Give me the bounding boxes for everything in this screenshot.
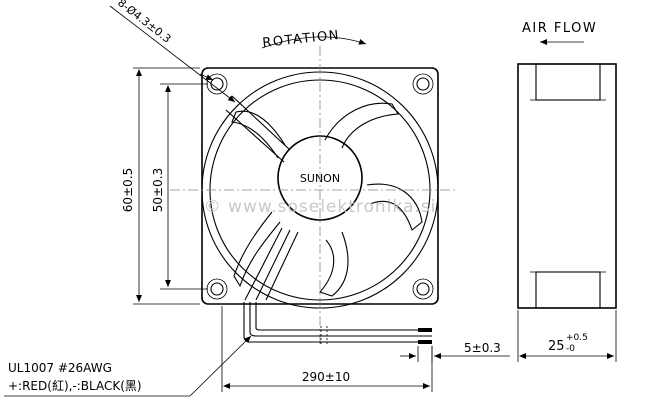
strip-length-label: 5±0.3: [464, 341, 501, 355]
thickness-label: 25: [548, 339, 565, 354]
wire-colors-label: +:RED(紅),-:BLACK(黑): [8, 379, 142, 393]
fan-front-view: SUNON: [170, 46, 458, 345]
side-view-top-flange: [535, 63, 601, 101]
thickness-dimension: 25 +0.5 -0: [517, 310, 617, 362]
outer-dimension: 60±0.5: [121, 67, 200, 305]
rotation-label: ROTATION: [262, 28, 341, 51]
hole-spec-callout: 8-Ø4.3±0.3: [109, 0, 236, 103]
watermark: © www.soselektronika.si: [204, 197, 437, 217]
air-flow-indicator: AIR FLOW: [522, 21, 597, 45]
mount-hole-br: [416, 282, 430, 296]
rotation-indicator: ROTATION: [262, 28, 367, 51]
wire-callout: UL1007 #26AWG +:RED(紅),-:BLACK(黑): [4, 335, 252, 397]
lead-wires: [243, 302, 432, 346]
strip-length-dimension: 5±0.3: [400, 341, 510, 362]
air-flow-label: AIR FLOW: [522, 21, 597, 36]
thickness-tol-minus: -0: [566, 344, 575, 354]
hole-pitch-dimension: 50±0.3: [151, 83, 208, 290]
wire-type-label: UL1007 #26AWG: [8, 361, 112, 375]
lead-length-dimension: 290±10: [221, 306, 433, 392]
fan-side-view: [517, 63, 617, 309]
mount-hole-tr: [416, 77, 430, 91]
hole-pitch-label: 50±0.3: [151, 168, 165, 212]
wire-strut: [244, 227, 299, 301]
strut-upper-left: [225, 95, 291, 163]
side-view-body: [517, 63, 617, 309]
outer-dimension-label: 60±0.5: [121, 168, 135, 212]
fan-blades: [231, 102, 423, 297]
mount-hole-bl: [210, 282, 224, 296]
side-view-bottom-flange: [535, 271, 601, 309]
hole-spec-label: 8-Ø4.3±0.3: [115, 0, 173, 46]
thickness-tol-plus: +0.5: [566, 333, 588, 343]
lead-length-label: 290±10: [302, 370, 350, 384]
